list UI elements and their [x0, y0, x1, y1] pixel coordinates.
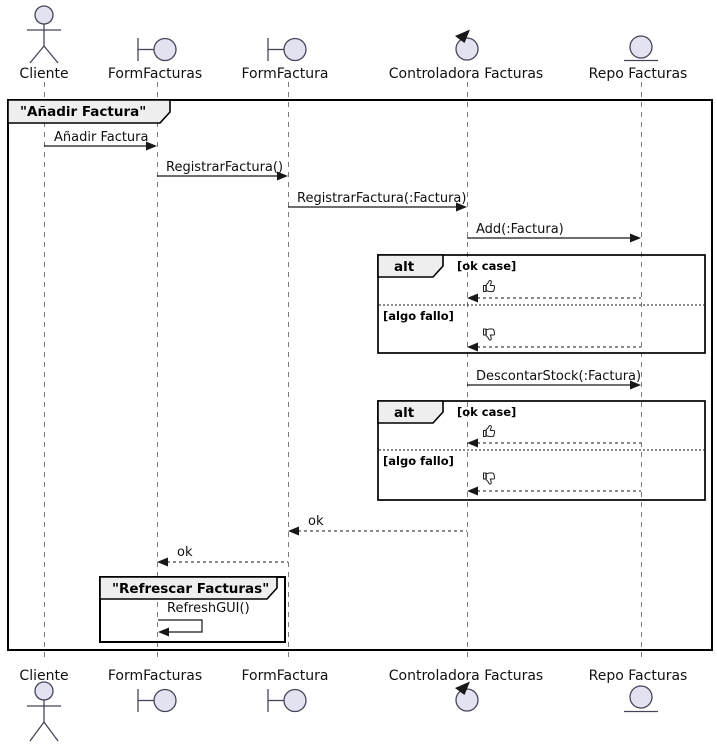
- alt2-operator-label: alt: [394, 405, 415, 421]
- participant-label-controladora-top: Controladora Facturas: [388, 66, 544, 82]
- message-refresh-gui: RefreshGUI(): [167, 601, 250, 616]
- alt1-guard-fail: [algo fallo]: [383, 309, 454, 323]
- message-ok-1: ok: [308, 514, 324, 529]
- frame-title-pentagon: [7, 99, 171, 124]
- participant-label-formfacturas-top: FormFacturas: [107, 66, 203, 82]
- arrow-anadir-factura: [44, 141, 157, 151]
- lifelines: [44, 82, 642, 662]
- alt1-guard-ok: [ok case]: [457, 259, 517, 273]
- frame-anadir-factura: [7, 99, 713, 651]
- thumbs-down-icon: [484, 329, 495, 340]
- alt2-guard-ok: [ok case]: [457, 405, 517, 419]
- thumbs-down-icon: [484, 473, 495, 484]
- participant-label-formfactura-top: FormFactura: [241, 66, 329, 82]
- alt-fragment-2: [377, 400, 706, 501]
- participant-label-repo-top: Repo Facturas: [588, 66, 688, 82]
- boundary-icon-formfactura-bottom: [267, 688, 307, 713]
- frame-title-pentagon: [99, 576, 278, 600]
- frame-refrescar-facturas: [99, 576, 286, 643]
- alt-fragment-1: [377, 254, 706, 354]
- boundary-icon-formfacturas-top: [137, 37, 177, 62]
- main-frame-title: "Añadir Factura": [20, 104, 147, 120]
- thumbs-up-icon: [483, 279, 496, 293]
- control-icon-top: [455, 29, 479, 61]
- message-registrar-factura-param: RegistrarFactura(:Factura): [297, 191, 467, 206]
- message-ok-2: ok: [177, 545, 193, 560]
- participant-label-cliente-top: Cliente: [19, 66, 69, 82]
- message-registrar-factura: RegistrarFactura(): [166, 160, 284, 175]
- participant-label-formfactura-bottom: FormFactura: [241, 668, 329, 684]
- message-anadir-factura: Añadir Factura: [54, 130, 149, 145]
- self-message-arrow: [158, 619, 203, 637]
- control-icon-bottom: [455, 681, 479, 712]
- entity-icon-bottom: [624, 685, 658, 713]
- entity-icon-top: [624, 35, 658, 62]
- boundary-icon-formfactura-top: [267, 37, 307, 62]
- actor-icon-top: [27, 5, 61, 64]
- return-arrows-ok: [157, 526, 467, 567]
- alt1-operator-label: alt: [394, 259, 415, 275]
- arrow-registrar-factura-param: [288, 202, 467, 212]
- participant-label-formfacturas-bottom: FormFacturas: [107, 668, 203, 684]
- participant-label-repo-bottom: Repo Facturas: [588, 668, 688, 684]
- call-arrows: [44, 141, 641, 390]
- actor-icon-bottom: [27, 681, 61, 742]
- participant-label-cliente-bottom: Cliente: [19, 668, 69, 684]
- arrow-registrar-factura: [157, 171, 288, 181]
- arrow-descontar-stock: [467, 380, 641, 390]
- alt-pentagon: [377, 254, 444, 278]
- refresh-frame-title: "Refrescar Facturas": [112, 581, 270, 597]
- participant-label-controladora-bottom: Controladora Facturas: [388, 668, 544, 684]
- message-add-factura: Add(:Factura): [476, 222, 564, 237]
- message-descontar-stock: DescontarStock(:Factura): [476, 369, 642, 384]
- alt2-guard-fail: [algo fallo]: [383, 454, 454, 468]
- thumbs-up-icon: [483, 424, 496, 438]
- boundary-icon-formfacturas-bottom: [137, 688, 177, 713]
- arrow-add-factura: [467, 233, 641, 243]
- alt-pentagon: [377, 400, 444, 424]
